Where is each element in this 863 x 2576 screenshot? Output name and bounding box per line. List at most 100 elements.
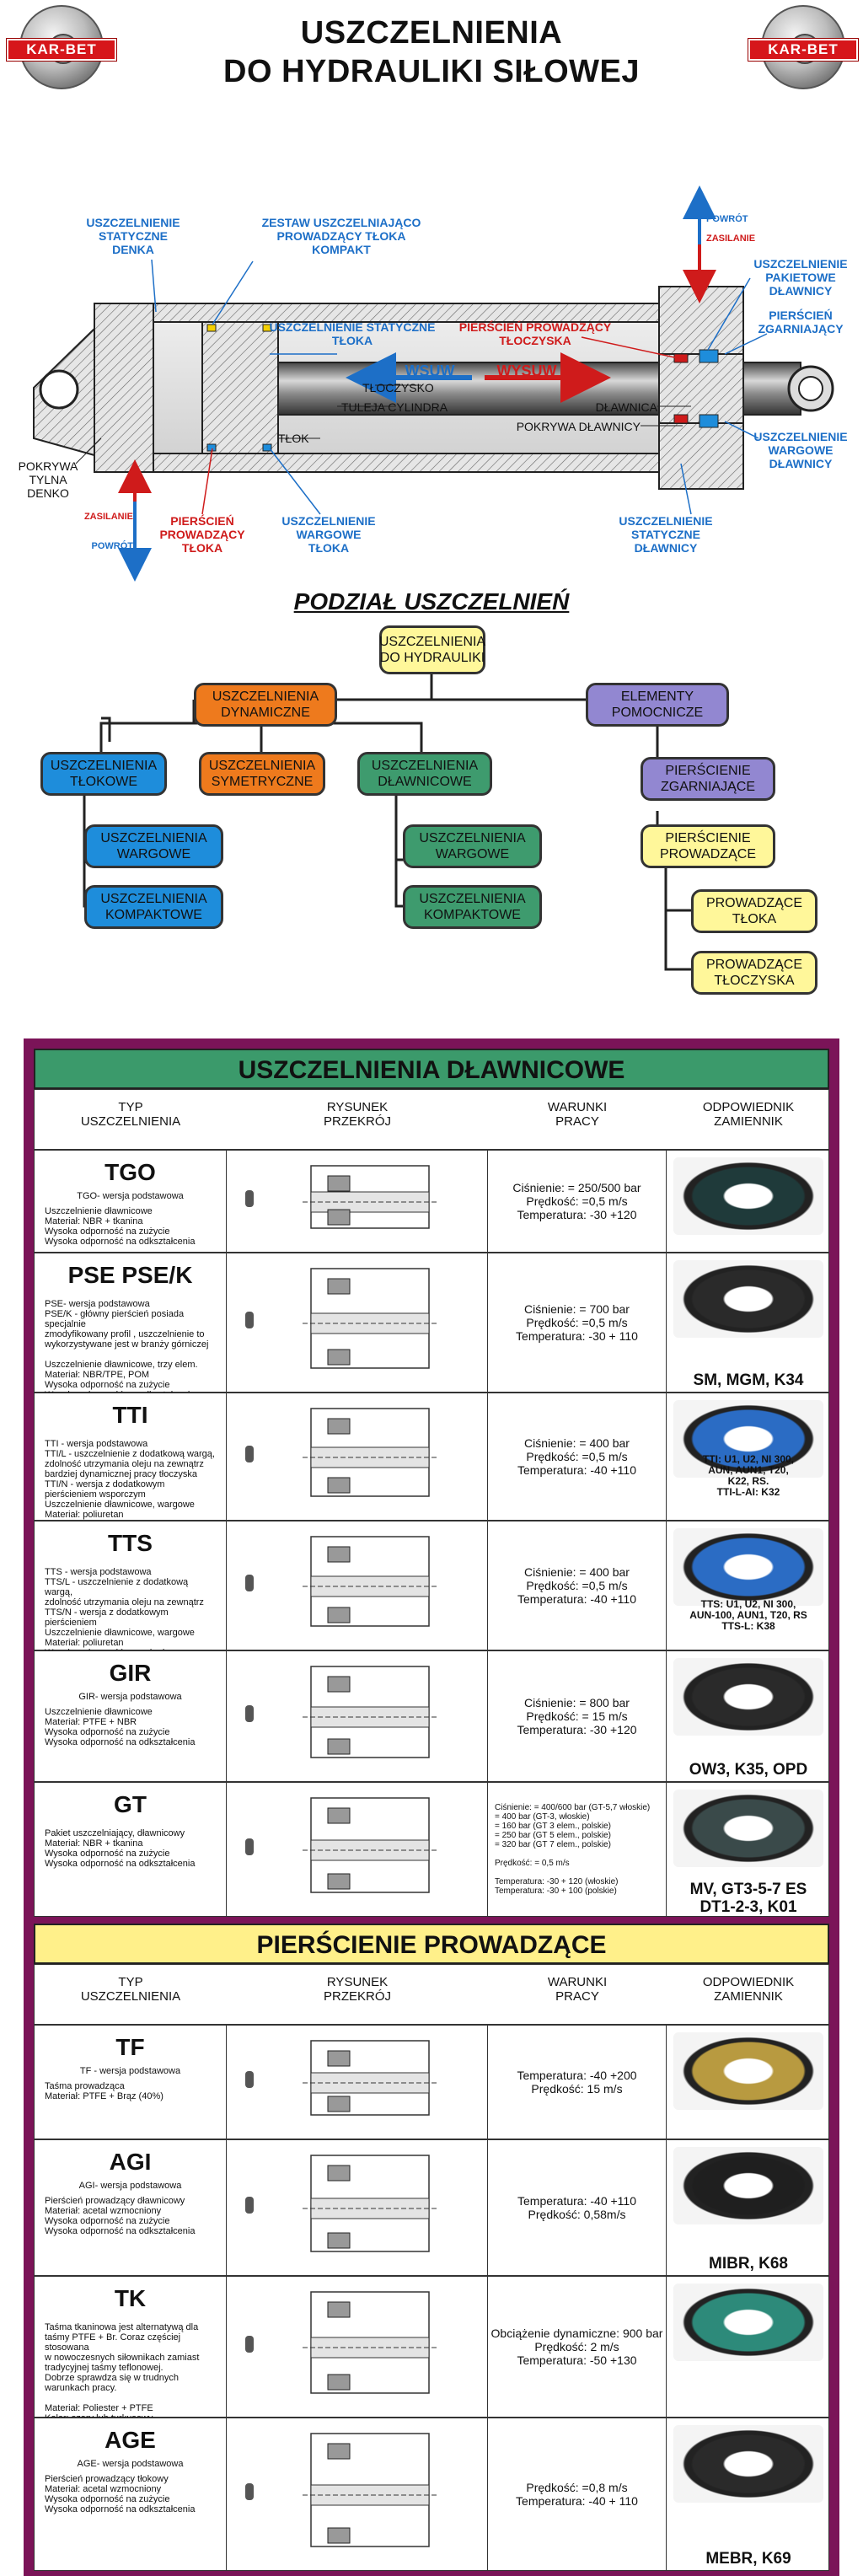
cross-section-drawing bbox=[245, 1666, 437, 1758]
cell-equivalent bbox=[667, 2277, 830, 2417]
seal-description: Pierścień prowadzący dławnicowy Materiał… bbox=[45, 2196, 196, 2236]
division-title: PODZIAŁ USZCZELNIEŃ bbox=[293, 588, 570, 614]
cell-type: TK Taśma tkaninowa jest alternatywą dla t… bbox=[35, 2277, 227, 2434]
label-static-piston-seal: USZCZELNIENIE STATYCZNE TŁOKA bbox=[269, 320, 436, 347]
cell-type: PSE PSE/K PSE- wersja podstawowa PSE/K - … bbox=[35, 1253, 227, 1400]
seal-description: Pierścień prowadzący tłokowy Materiał: a… bbox=[45, 2474, 196, 2514]
cell-conditions: Ciśnienie: = 400/600 bar (GT-5,7 włoskie… bbox=[488, 1783, 667, 1916]
guide-rings-banner: PIERŚCIENIE PROWADZĄCE bbox=[34, 1924, 829, 1964]
cell-drawing bbox=[227, 1783, 488, 1916]
cell-drawing bbox=[227, 2026, 488, 2139]
cross-section-drawing bbox=[245, 1165, 437, 1229]
rod-seals-header: TYP USZCZELNIENIA RYSUNEK PRZEKRÓJ WARUN… bbox=[34, 1089, 829, 1150]
page-title-line-2: DO HYDRAULIKI SIŁOWEJ bbox=[223, 54, 640, 89]
cell-conditions: Ciśnienie: = 400 bar Prędkość: =0,5 m/s … bbox=[488, 1521, 667, 1650]
cross-section-drawing bbox=[245, 2155, 437, 2252]
seal-description: PSE- wersja podstawowa PSE/K - główny pi… bbox=[45, 1299, 209, 1400]
label-static-head-seal: USZCZELNIENIE STATYCZNE DENKA bbox=[86, 216, 180, 256]
col-equivalent: ODPOWIEDNIK ZAMIENNIK bbox=[702, 1975, 795, 2004]
cell-equivalent: SM, MGM, K34 bbox=[667, 1253, 830, 1392]
node-piston-seals: USZCZELNIENIA TŁOKOWE bbox=[40, 752, 167, 796]
logo-badge: KAR-BET bbox=[6, 38, 117, 62]
table-row: GT Pakiet uszczelniający, dławnicowy Mate… bbox=[34, 1782, 829, 1917]
seal-code: TGO bbox=[105, 1159, 156, 1185]
product-photo bbox=[673, 1658, 823, 1736]
seal-version: TF - wersja podstawowa bbox=[79, 2066, 181, 2076]
equivalent-text: MV, GT3-5-7 ES DT1-2-3, K01 bbox=[689, 1881, 807, 1916]
cross-section-drawing bbox=[245, 2291, 437, 2394]
rod-seals-banner: USZCZELNIENIA DŁAWNICOWE bbox=[34, 1049, 829, 1089]
cell-drawing bbox=[227, 1151, 488, 1252]
cell-conditions: Ciśnienie: = 250/500 bar Prędkość: =0,5 … bbox=[488, 1151, 667, 1252]
label-rear-cover: POKRYWA TYLNA DENKO bbox=[18, 459, 78, 500]
col-equivalent: ODPOWIEDNIK ZAMIENNIK bbox=[702, 1100, 795, 1129]
seal-code: PSE PSE/K bbox=[67, 1262, 193, 1288]
node-dynamic-seals: USZCZELNIENIA DYNAMICZNE bbox=[194, 683, 337, 727]
node-wiper-rings: PIERŚCIENIE ZGARNIAJĄCE bbox=[641, 757, 775, 801]
node-rod-compact-seals: USZCZELNIENIA KOMPAKTOWE bbox=[403, 885, 542, 929]
seal-description: Taśma tkaninowa jest alternatywą dla taś… bbox=[45, 2322, 214, 2434]
node-guide-rings: PIERŚCIENIE PROWADZĄCE bbox=[641, 824, 775, 868]
label-return-top: POWRÓT bbox=[706, 214, 748, 224]
cell-equivalent bbox=[667, 2026, 830, 2139]
cell-conditions: Ciśnienie: = 400 bar Prędkość: =0,5 m/s … bbox=[488, 1393, 667, 1520]
seal-code: TF bbox=[115, 2034, 145, 2060]
cell-equivalent: OW3, K35, OPD bbox=[667, 1651, 830, 1781]
cell-conditions: Temperatura: -40 +110 Prędkość: 0,58m/s bbox=[488, 2140, 667, 2275]
label-return-bottom: POWRÓT bbox=[91, 541, 134, 551]
product-photo bbox=[673, 1790, 823, 1867]
product-photo bbox=[673, 2425, 823, 2503]
node-symmetric-seals: USZCZELNIENIA SYMETRYCZNE bbox=[199, 752, 325, 796]
cross-section-drawing bbox=[245, 1797, 437, 1893]
seal-version: AGI- wersja podstawowa bbox=[78, 2181, 182, 2191]
logo-left: KAR-BET bbox=[6, 5, 117, 98]
product-photo bbox=[673, 1528, 823, 1606]
col-type: TYP USZCZELNIENIA bbox=[80, 1975, 181, 2004]
node-rod-seals: USZCZELNIENIA DŁAWNICOWE bbox=[357, 752, 492, 796]
col-conditions: WARUNKI PRACY bbox=[547, 1100, 608, 1129]
label-piston-seal-set: ZESTAW USZCZELNIAJĄCO PROWADZĄCY TŁOKA K… bbox=[261, 216, 421, 256]
working-conditions: Ciśnienie: = 400 bar Prędkość: =0,5 m/s … bbox=[517, 1436, 636, 1477]
cross-section-drawing bbox=[245, 2040, 437, 2116]
seal-code: GIR bbox=[109, 1660, 152, 1686]
equivalent-text: MIBR, K68 bbox=[709, 2255, 788, 2273]
cell-drawing bbox=[227, 2418, 488, 2570]
seal-description: Uszczelnienie dławnicowe Materiał: PTFE … bbox=[45, 1707, 196, 1747]
seal-code: TK bbox=[114, 2285, 147, 2311]
table-row: TK Taśma tkaninowa jest alternatywą dla t… bbox=[34, 2276, 830, 2434]
working-conditions: Ciśnienie: = 400/600 bar (GT-5,7 włoskie… bbox=[495, 1803, 651, 1896]
cylinder-drawing bbox=[33, 185, 834, 582]
seal-description: Pakiet uszczelniający, dławnicowy Materi… bbox=[45, 1828, 196, 1869]
node-piston-lip-seals: USZCZELNIENIA WARGOWE bbox=[84, 824, 223, 868]
equivalent-text: MEBR, K69 bbox=[705, 2550, 791, 2568]
label-supply-bottom: ZASILANIE bbox=[83, 512, 133, 522]
cell-equivalent: MV, GT3-5-7 ES DT1-2-3, K01 bbox=[667, 1783, 830, 1916]
label-rod-lip-seal: USZCZELNIENIE WARGOWE DŁAWNICY bbox=[753, 430, 848, 470]
seal-code: GT bbox=[114, 1791, 147, 1817]
label-rod: TŁOCZYSKO bbox=[362, 381, 434, 394]
cross-section-drawing bbox=[245, 1536, 437, 1627]
label-extend: WYSUW bbox=[496, 362, 557, 379]
node-rod-lip-seals: USZCZELNIENIA WARGOWE bbox=[403, 824, 542, 868]
col-drawing: RYSUNEK PRZEKRÓJ bbox=[323, 1100, 391, 1129]
logo-right: KAR-BET bbox=[748, 5, 859, 98]
node-guide-piston: PROWADZĄCE TŁOKA bbox=[691, 889, 817, 933]
seal-code: TTI bbox=[112, 1402, 148, 1428]
seal-code: AGI bbox=[109, 2149, 152, 2175]
cell-conditions: Ciśnienie: = 800 bar Prędkość: = 15 m/s … bbox=[488, 1651, 667, 1781]
seal-version: TGO- wersja podstawowa bbox=[77, 1191, 184, 1201]
col-conditions: WARUNKI PRACY bbox=[547, 1975, 608, 2004]
guide-rings-header: TYP USZCZELNIENIA RYSUNEK PRZEKRÓJ WARUN… bbox=[34, 1964, 829, 2025]
label-rod-guide-ring: PIERŚCIEŃ PROWADZĄCY TŁOCZYSKA bbox=[458, 320, 612, 347]
cell-equivalent: MIBR, K68 bbox=[667, 2140, 830, 2275]
node-piston-compact-seals: USZCZELNIENIA KOMPAKTOWE bbox=[84, 885, 223, 929]
cell-drawing bbox=[227, 1253, 488, 1392]
